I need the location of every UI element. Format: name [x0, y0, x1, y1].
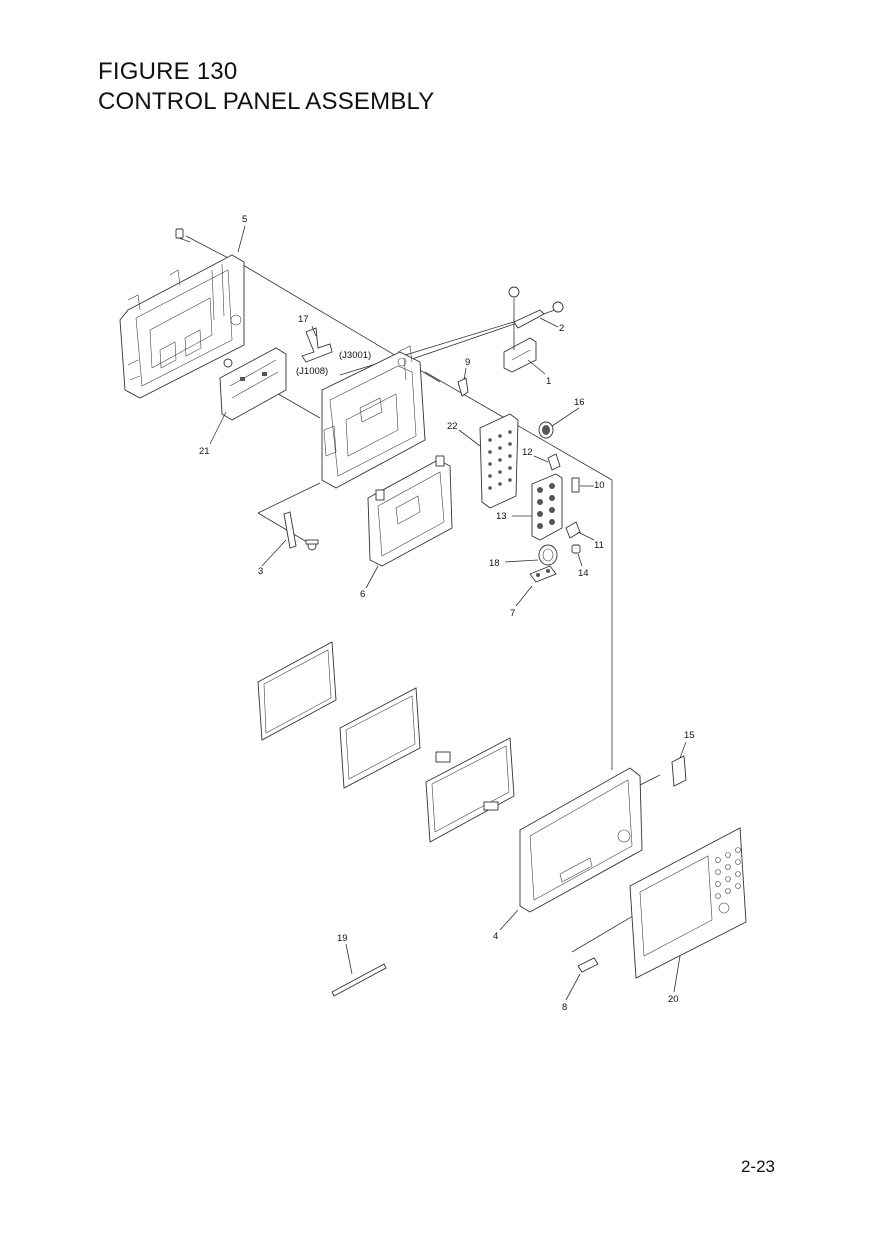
part-14-button	[571, 544, 581, 554]
part-15-label	[671, 755, 687, 787]
part-6-tray	[367, 455, 453, 567]
callout-6: 6	[360, 589, 365, 600]
callout-15: 15	[684, 730, 695, 741]
part-20-front-cover	[629, 827, 747, 979]
connector-j1008: (J1008)	[296, 366, 328, 377]
lcd-frame	[425, 737, 515, 843]
callout-8: 8	[562, 1002, 567, 1013]
callout-4: 4	[493, 931, 498, 942]
callout-11: 11	[594, 540, 604, 551]
part-central-chassis	[321, 345, 426, 489]
part-21-pcb	[219, 347, 287, 421]
figure-title: CONTROL PANEL ASSEMBLY	[98, 88, 435, 115]
callout-16: 16	[574, 397, 585, 408]
part-3-cable	[283, 511, 297, 549]
part-10-switch	[571, 477, 580, 493]
part-19-stylus	[331, 963, 387, 997]
part-13-keypad-rubber	[531, 473, 563, 541]
callout-1: 1	[546, 376, 551, 387]
callout-18: 18	[489, 558, 500, 569]
page-number: 2-23	[740, 1157, 775, 1176]
callout-9: 9	[465, 357, 470, 368]
callout-labels: 5 17 (J3001) (J1008) 2 1 9 16 22 12 10 1…	[199, 214, 695, 1013]
part-8-strip	[577, 957, 599, 973]
callout-10: 10	[594, 480, 605, 491]
lcd-panel-glass	[339, 687, 421, 789]
part-2-lever	[508, 286, 564, 350]
part-17-flat-cable	[301, 327, 333, 363]
part-5-screw	[175, 228, 191, 243]
callout-12: 12	[522, 447, 533, 458]
part-1-bracket	[503, 337, 537, 373]
callout-21: 21	[199, 446, 210, 457]
callout-2: 2	[559, 323, 564, 334]
part-7-gear	[529, 565, 557, 583]
callout-20: 20	[668, 994, 679, 1005]
callout-7: 7	[510, 608, 515, 619]
callout-19: 19	[337, 933, 348, 944]
part-9-bracket	[457, 377, 469, 397]
callout-17: 17	[298, 314, 309, 325]
lcd-panel-outer	[257, 641, 337, 741]
callout-22: 22	[447, 421, 458, 432]
part-16-knob	[538, 421, 554, 439]
connector-j3001: (J3001)	[339, 350, 371, 361]
part-12-clip	[547, 453, 561, 471]
part-18-dial	[538, 544, 558, 566]
callout-3: 3	[258, 566, 263, 577]
part-11-part	[565, 521, 581, 539]
callout-13: 13	[496, 511, 507, 522]
part-3-screw	[305, 539, 319, 551]
part-4-front-frame	[519, 767, 643, 913]
part-5-rear-frame	[119, 254, 245, 399]
callout-5: 5	[242, 214, 247, 225]
leader-lines	[209, 225, 687, 1001]
callout-14: 14	[578, 568, 589, 579]
figure-number: FIGURE 130	[98, 58, 238, 85]
part-22-keypad-pcb	[479, 413, 519, 509]
